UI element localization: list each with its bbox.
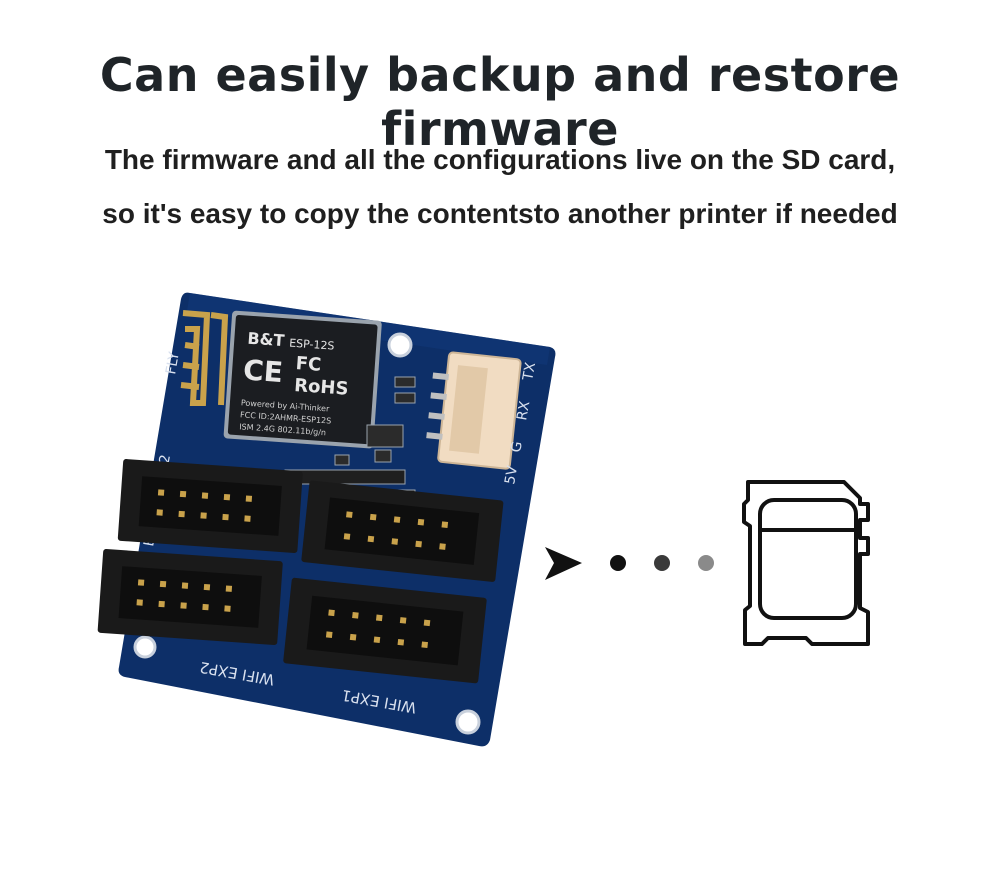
module-model-text: ESP-12S bbox=[289, 337, 335, 353]
jst-connector bbox=[426, 351, 522, 470]
edge-label-fly: FLY bbox=[163, 350, 183, 375]
antenna-trace bbox=[180, 310, 229, 406]
pin-label-tx: TX bbox=[520, 361, 539, 383]
wifi-module-board-image: B&T ESP-12S CE FC RoHS Powered by Ai-Thi… bbox=[95, 285, 565, 755]
mounting-hole bbox=[133, 635, 157, 659]
box-header-top-left bbox=[117, 459, 303, 553]
ce-mark-text: CE bbox=[242, 353, 284, 389]
dot-2 bbox=[654, 555, 670, 571]
dot-1 bbox=[610, 555, 626, 571]
box-header-top-right bbox=[301, 480, 504, 582]
esp-module: B&T ESP-12S CE FC RoHS Powered by Ai-Thi… bbox=[223, 310, 382, 449]
mounting-hole bbox=[455, 709, 481, 735]
pin-label-5v: 5V bbox=[502, 464, 521, 485]
pin-label-g: G bbox=[508, 440, 526, 453]
headline: Can easily backup and restore firmware bbox=[99, 48, 901, 156]
arrow-right-icon bbox=[545, 547, 582, 580]
description-line-2: so it's easy to copy the contentsto anot… bbox=[102, 198, 898, 229]
pin-label-rx: RX bbox=[514, 399, 533, 421]
dot-3 bbox=[698, 555, 714, 571]
fcc-mark-text: FC bbox=[295, 353, 322, 376]
box-header-bottom-left bbox=[97, 549, 283, 645]
module-brand-text: B&T bbox=[247, 329, 285, 351]
box-header-bottom-right bbox=[283, 577, 487, 684]
description-line-1: The firmware and all the configurations … bbox=[104, 144, 896, 175]
transfer-indicator bbox=[540, 535, 730, 595]
rohs-mark-text: RoHS bbox=[294, 375, 350, 400]
mounting-hole bbox=[387, 332, 413, 358]
sd-card-icon bbox=[740, 478, 875, 650]
